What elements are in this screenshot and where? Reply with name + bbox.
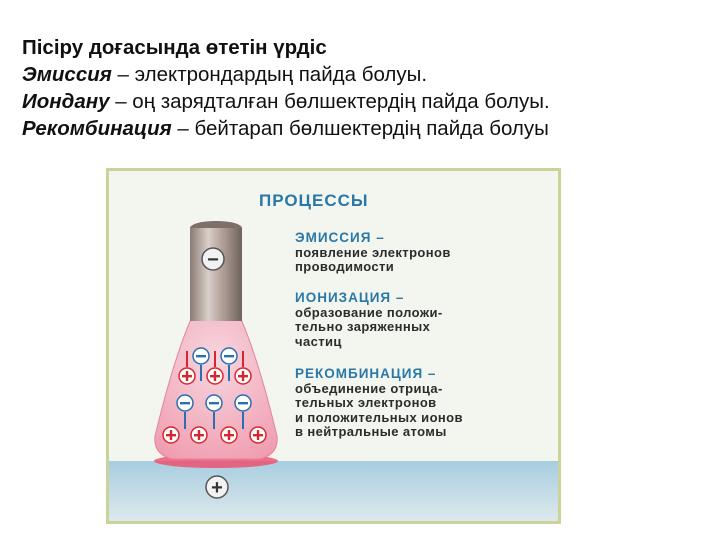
ion <box>206 351 224 385</box>
workpiece <box>109 461 558 521</box>
recombination-definition: Рекомбинация – бейтарап бөлшектердің пай… <box>22 115 712 142</box>
ion <box>234 351 252 385</box>
figure-heading: ПРОЦЕССЫ <box>259 191 369 210</box>
arc-process-figure: − + ПРОЦЕССЫ ЭМИССИЯ – появление электро… <box>106 168 561 524</box>
emission-heading: ЭМИССИЯ – <box>295 230 385 245</box>
electron <box>234 394 252 429</box>
ion <box>249 426 267 444</box>
recombination-heading: РЕКОМБИНАЦИЯ – <box>295 366 437 381</box>
ionization-text: – оң зарядталған бөлшектердің пайда болу… <box>109 90 550 113</box>
ionization-definition: Иондану – оң зарядталған бөлшектердің па… <box>22 88 712 115</box>
workpiece-sign-circle <box>205 475 229 499</box>
slide-header: Пісіру доғасында өтетін үрдіс Эмиссия – … <box>22 34 712 142</box>
electrode-sign: − <box>207 249 219 271</box>
recombination-text: – бейтарап бөлшектердің пайда болуы <box>171 117 549 140</box>
electron <box>176 394 194 429</box>
recombination-block: РЕКОМБИНАЦИЯ – объединение отрица- тельн… <box>295 366 463 440</box>
recombination-term: Рекомбинация <box>22 117 172 140</box>
emission-definition: Эмиссия – электрондардың пайда болуы. <box>22 61 712 88</box>
particles <box>162 347 267 444</box>
recombination-description: объединение отрица- тельных электронов и… <box>295 380 463 439</box>
electrode-sign-circle <box>201 247 225 271</box>
electron <box>205 394 223 429</box>
ion <box>190 426 208 444</box>
electrode <box>190 228 242 321</box>
ion <box>178 351 196 385</box>
emission-term: Эмиссия <box>22 63 112 86</box>
emission-text: – электрондардың пайда болуы. <box>111 63 428 86</box>
workpiece-sign: + <box>211 477 223 499</box>
emission-description: появление электронов проводимости <box>295 244 451 274</box>
ionization-description: образование положи- тельно заряженных ча… <box>295 304 443 349</box>
electron <box>192 347 210 381</box>
arc-diagram: − + <box>109 221 558 521</box>
ionization-term: Иондану <box>22 90 110 113</box>
electron <box>220 347 238 381</box>
slide-title: Пісіру доғасында өтетін үрдіс <box>22 36 327 59</box>
ion <box>220 426 238 444</box>
emission-block: ЭМИССИЯ – появление электронов проводимо… <box>295 230 451 275</box>
ionization-heading: ИОНИЗАЦИЯ – <box>295 290 405 305</box>
ionization-block: ИОНИЗАЦИЯ – образование положи- тельно з… <box>295 290 443 349</box>
ion <box>162 426 180 444</box>
